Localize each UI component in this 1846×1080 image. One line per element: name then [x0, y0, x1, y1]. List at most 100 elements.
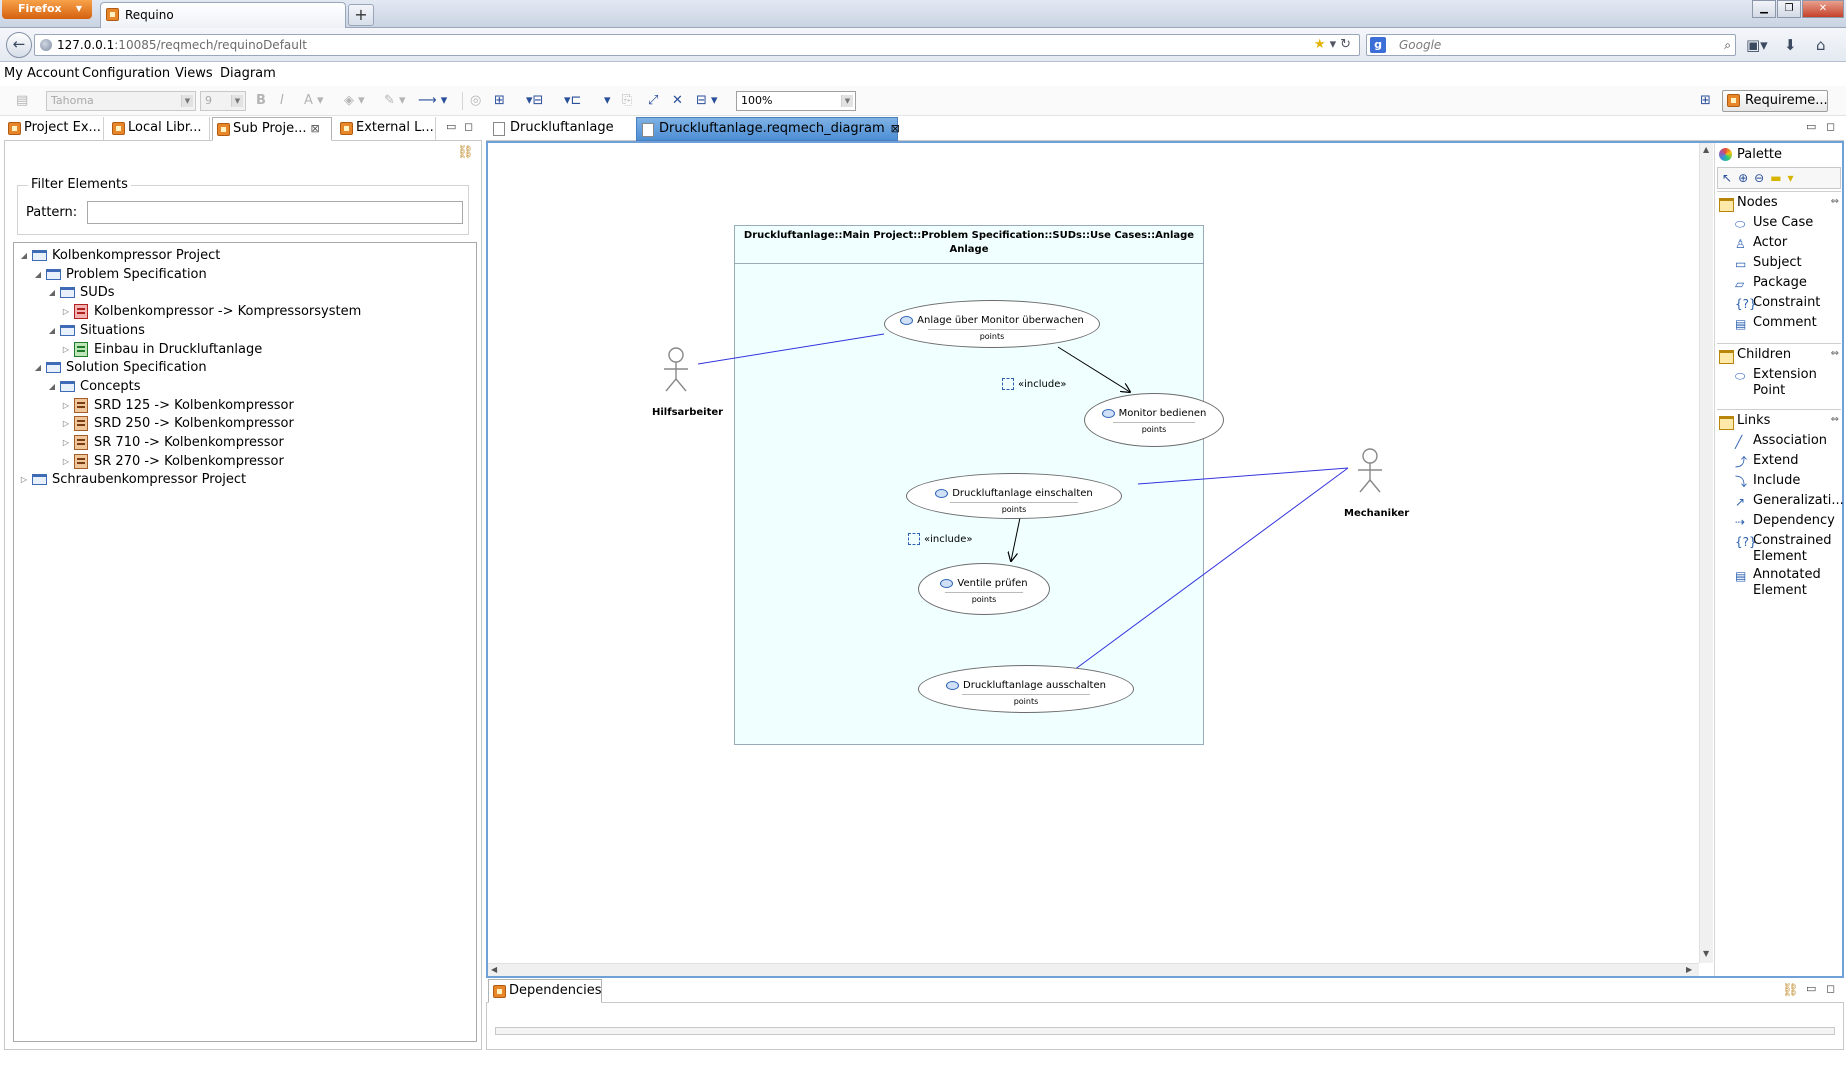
minimize-editor-icon[interactable]: ▭	[1806, 120, 1817, 133]
palette-item-subject[interactable]: ▭Subject	[1735, 255, 1839, 271]
scroll-up-icon[interactable]: ▲	[1703, 145, 1710, 154]
use-case-ueberwachen[interactable]: Anlage über Monitor überwachen points	[884, 300, 1100, 348]
association-hilfsarbeiter-ueberwachen[interactable]	[697, 333, 885, 365]
tab-dependencies[interactable]: Dependencies⊠	[488, 979, 602, 1003]
scroll-down-icon[interactable]: ▼	[1703, 949, 1710, 958]
horizontal-scrollbar[interactable]: ◀ ▶	[488, 963, 1699, 976]
expand-twisty-icon[interactable]: ▷	[20, 475, 28, 485]
collapse-twisty-icon[interactable]: ◢	[20, 251, 28, 260]
link-with-editor-icon[interactable]: ⛓	[457, 145, 474, 160]
bookmark-star-icon[interactable]: ★	[1313, 37, 1330, 52]
palette-item-generalizati[interactable]: ↗Generalizati...	[1735, 493, 1844, 509]
palette-item-constraint[interactable]: {?}Constraint	[1735, 295, 1839, 311]
tab-druckluftanlage-diagram[interactable]: Druckluftanlage.reqmech_diagram⊠	[636, 117, 900, 141]
downloads-icon[interactable]: ⬇	[1784, 36, 1797, 54]
fill-color-icon[interactable]: ◈ ▾	[344, 93, 365, 108]
collapse-twisty-icon[interactable]: ◢	[34, 269, 42, 279]
home-icon[interactable]: ⌂	[1816, 36, 1826, 54]
include-arrow-ventile[interactable]	[1011, 512, 1022, 561]
search-bar[interactable]: g Google ⌕	[1366, 34, 1736, 56]
menu-diagram[interactable]: Diagram	[220, 66, 276, 81]
maximize-view-icon[interactable]: ◻	[464, 120, 474, 133]
arrange-all-icon[interactable]: ⊞	[494, 93, 505, 108]
expand-twisty-icon[interactable]: ▷	[62, 307, 70, 317]
grid-icon[interactable]: ⊟ ▾	[696, 93, 718, 108]
select-tool-icon[interactable]: ↖	[1722, 171, 1739, 185]
include-label-ventile[interactable]: «include»	[908, 533, 972, 545]
zoom-in-icon[interactable]: ⊕	[1738, 171, 1755, 185]
save-icon[interactable]: ▤	[16, 93, 29, 108]
url-dropdown-icon[interactable]: ▾	[1329, 37, 1341, 52]
browser-tab[interactable]: Requino	[100, 2, 346, 28]
zoom-select[interactable]: 100%▼	[736, 91, 856, 111]
use-case-ausschalten[interactable]: Druckluftanlage ausschalten points	[918, 665, 1134, 713]
back-button[interactable]: ←	[6, 32, 32, 58]
include-arrow-monitor[interactable]	[1057, 346, 1130, 392]
close-tab-icon[interactable]: ⊠	[890, 122, 900, 135]
palette-item-annotated-element[interactable]: ▤Annotated Element	[1735, 567, 1839, 599]
line-color-icon[interactable]: ✎ ▾	[384, 93, 406, 108]
google-search-engine-icon[interactable]: g	[1370, 37, 1386, 53]
tab-sub-projects[interactable]: Sub Proje...⊠	[212, 117, 332, 141]
expand-twisty-icon[interactable]: ▷	[62, 400, 70, 410]
project-tree[interactable]: ◢Kolbenkompressor Project◢Problem Specif…	[13, 242, 477, 1042]
url-bar[interactable]: 127.0.0.1:10085/reqmech/requinoDefault ★…	[34, 34, 1360, 56]
palette-item-constrained-element[interactable]: {?}Constrained Element	[1735, 533, 1839, 565]
expand-twisty-icon[interactable]: ▷	[62, 344, 70, 354]
pattern-input[interactable]	[87, 201, 463, 224]
palette-item-extension-point[interactable]: ⬭Extension Point	[1735, 367, 1839, 399]
palette-item-dependency[interactable]: ⇢Dependency	[1735, 513, 1839, 529]
menu-configuration[interactable]: Configuration	[82, 66, 171, 81]
close-tab-icon[interactable]: ⊠	[310, 122, 320, 135]
tab-druckluftanlage[interactable]: Druckluftanlage	[488, 117, 633, 141]
firefox-menu-button[interactable]: Firefox▼	[2, 0, 92, 19]
note-tool-icon[interactable]: ▬▾	[1770, 171, 1800, 185]
diagram-canvas[interactable]: Druckluftanlage::Main Project::Problem S…	[488, 143, 1698, 963]
router-icon[interactable]: ⤢	[648, 93, 659, 108]
collapse-twisty-icon[interactable]: ◢	[48, 288, 56, 298]
bookmarks-menu-icon[interactable]: ▣▾	[1746, 36, 1768, 54]
line-style-icon[interactable]: ⟶ ▾	[418, 93, 448, 108]
collapse-twisty-icon[interactable]: ◢	[48, 325, 56, 335]
use-case-einschalten[interactable]: Druckluftanlage einschalten points	[906, 473, 1122, 519]
include-label-monitor[interactable]: «include»	[1002, 378, 1066, 390]
font-color-icon[interactable]: A ▾	[304, 93, 324, 108]
new-tab-button[interactable]: +	[348, 4, 374, 26]
expand-twisty-icon[interactable]: ▷	[62, 438, 70, 447]
pin-drawer-icon[interactable]: ⇔	[1830, 414, 1839, 425]
restore-window-button[interactable]: ❐	[1777, 0, 1801, 18]
align-icon[interactable]: ▾⊟	[526, 93, 544, 108]
palette-item-extend[interactable]: ⤴Extend	[1735, 453, 1839, 469]
collapse-twisty-icon[interactable]: ◢	[34, 363, 42, 373]
search-icon[interactable]: ⌕	[1724, 38, 1731, 52]
pin-drawer-icon[interactable]: ⇔	[1830, 348, 1839, 359]
palette-item-use-case[interactable]: ⬭Use Case	[1735, 215, 1839, 231]
minimize-view-icon[interactable]: ▭	[446, 120, 457, 133]
italic-icon[interactable]: I	[280, 93, 284, 108]
palette-item-association[interactable]: ╱Association	[1735, 433, 1839, 449]
palette-item-include[interactable]: ⤵Include	[1735, 473, 1839, 489]
close-window-button[interactable]: ✕	[1802, 0, 1844, 18]
distribute-icon[interactable]: ▾⊏	[564, 93, 582, 108]
link-with-editor-icon[interactable]: ⛓	[1782, 983, 1799, 998]
zoom-out-icon[interactable]: ⊖	[1754, 171, 1771, 185]
layout-dropdown-icon[interactable]: ▾	[604, 93, 611, 108]
menu-my-account[interactable]: My Account	[4, 66, 80, 81]
actor-mechaniker-figure[interactable]	[1358, 448, 1382, 493]
font-size-select[interactable]: 9▼	[200, 91, 246, 111]
reload-icon[interactable]: ↻	[1340, 37, 1355, 52]
bold-icon[interactable]: B	[256, 93, 266, 108]
use-case-monitor-bedienen[interactable]: Monitor bedienen points	[1084, 393, 1224, 447]
palette-drawer-children[interactable]: Children⇔	[1719, 347, 1839, 367]
menu-views[interactable]: Views	[175, 66, 213, 81]
vertical-scrollbar[interactable]: ▲ ▼	[1699, 143, 1713, 963]
expand-twisty-icon[interactable]: ▷	[62, 456, 70, 466]
tab-project-explorer[interactable]: Project Ex...	[4, 117, 104, 141]
open-perspective-icon[interactable]: ⊞	[1700, 93, 1711, 108]
maximize-editor-icon[interactable]: ◻	[1826, 120, 1836, 133]
association-mechaniker-einschalten[interactable]	[1137, 467, 1349, 485]
rectilinear-router-icon[interactable]: ✕	[672, 93, 683, 108]
tab-external-libraries[interactable]: External L...	[336, 117, 436, 141]
collapse-twisty-icon[interactable]: ◢	[48, 381, 56, 391]
minimize-window-button[interactable]: ▁	[1752, 0, 1776, 18]
